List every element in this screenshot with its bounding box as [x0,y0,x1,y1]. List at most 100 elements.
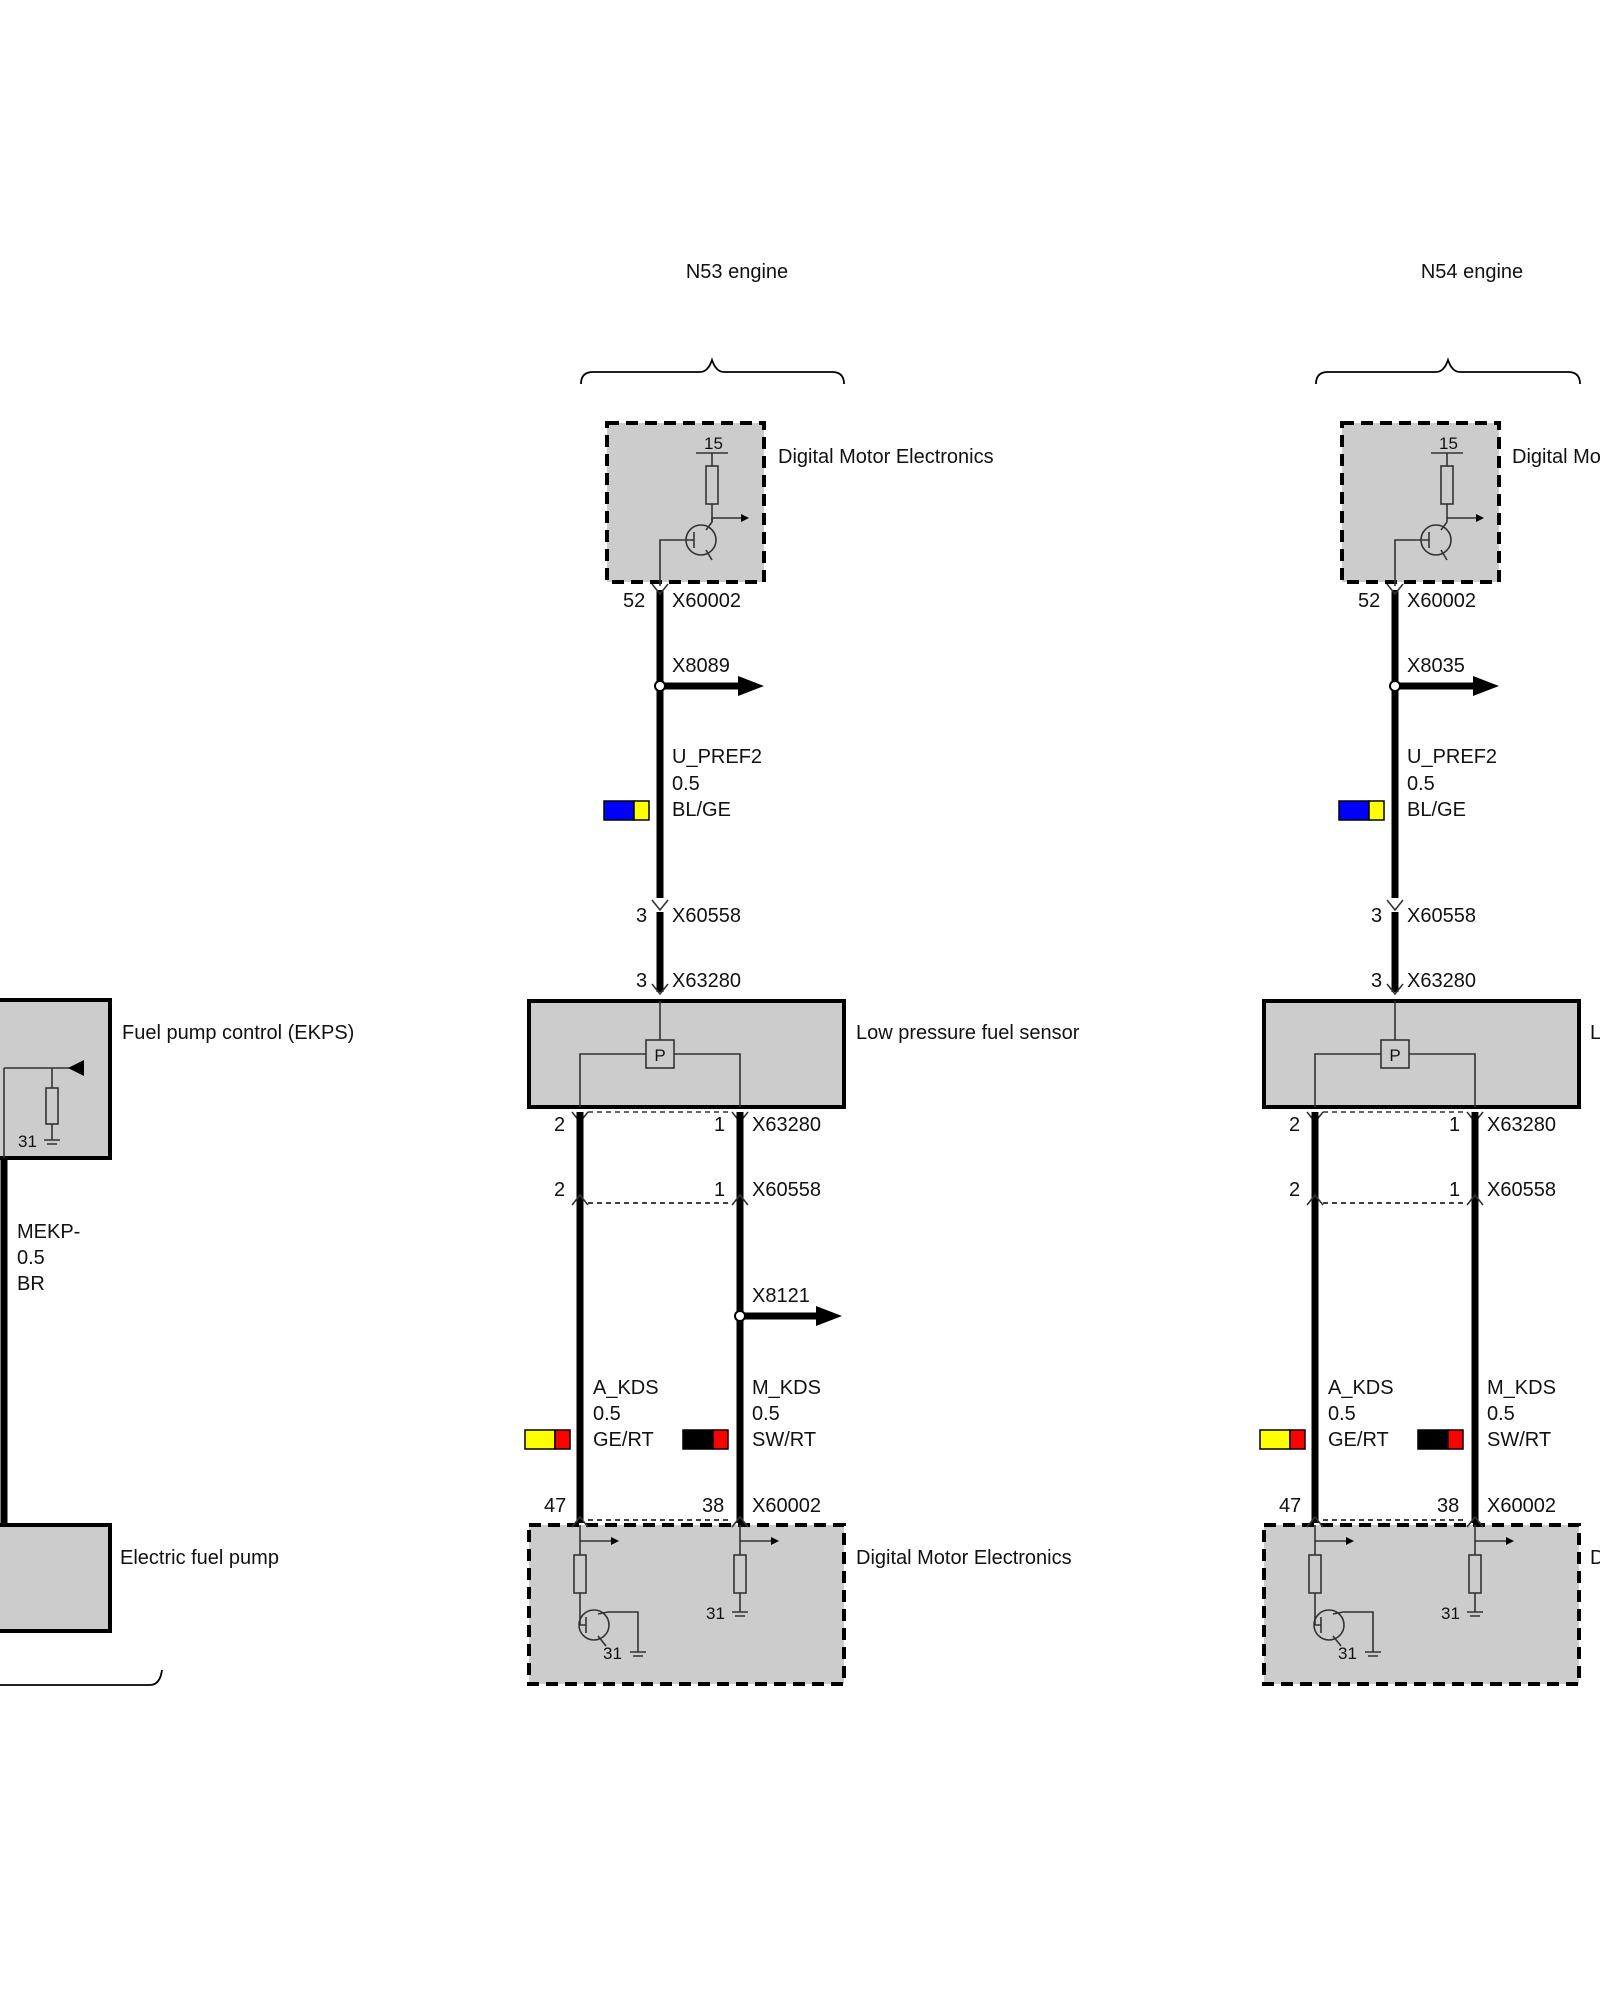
n54-a-kds-size: 0.5 [1328,1403,1356,1425]
n54-u-pref2-signal: U_PREF2 [1407,746,1497,768]
n54-pin-52: 52 [1358,590,1380,612]
n53-connector-x60002-bottom: X60002 [752,1495,821,1517]
n53-pin-2-x60558: 2 [554,1179,565,1201]
n54-dme-top-label: Digital Mo [1512,446,1600,468]
n53-u-pref2-color: BL/GE [672,799,731,821]
n54-ground-31-b: 31 [1441,1604,1460,1623]
n54-dme-bottom-circuit: 31 31 [1308,1525,1514,1663]
n54-pin-3-x60558: 3 [1371,905,1382,927]
n54-connector-x60558-bottom: X60558 [1487,1179,1556,1201]
ekps-internal-circuit: 31 [3,1060,84,1158]
n53-splice-x8089-arrow-icon [738,676,764,696]
mekp-wire-color: BR [17,1273,45,1295]
n54-low-pressure-fuel-sensor-label: L [1590,1022,1600,1044]
n53-m-kds-color: SW/RT [752,1429,816,1451]
n53-pin-3-x63280: 3 [636,970,647,992]
ekps-output-arrow-icon [68,1060,84,1076]
n54-a-kds-signal: A_KDS [1328,1377,1394,1399]
n54-gert-color-swatch [1259,1429,1306,1450]
n54-pin-47: 47 [1279,1495,1301,1517]
n53-dme-top-circuit: 15 [659,434,749,586]
n54-ground-31-a: 31 [1338,1644,1357,1663]
left-section: Fuel pump control (EKPS) 31 MEKP- 0.5 BR… [0,998,354,1686]
n54-sensor-internal-circuit: P [1314,1001,1476,1107]
n53-a-kds-color: GE/RT [593,1429,654,1451]
n54-a-kds-color: GE/RT [1328,1429,1389,1451]
n53-pin-52: 52 [623,590,645,612]
n53-connector-x60558-top: X60558 [672,905,741,927]
n53-u-pref2-signal: U_PREF2 [672,746,762,768]
fuel-pump-control-label: Fuel pump control (EKPS) [122,1022,354,1044]
n54-splice-x8035-node [1389,680,1401,692]
n54-m-kds-signal: M_KDS [1487,1377,1556,1399]
n53-ground-31-b: 31 [706,1604,725,1623]
n53-splice-x8089-label: X8089 [672,655,730,677]
n53-pin-1-x63280: 1 [714,1114,725,1136]
n53-connector-x60002-top: X60002 [672,590,741,612]
n54-blge-color-swatch [1338,800,1385,821]
n54-splice-x8035-arrow-icon [1473,676,1499,696]
mekp-wire-signal: MEKP- [17,1221,80,1243]
n54-terminal-15: 15 [1439,434,1458,453]
n53-a-kds-signal: A_KDS [593,1377,659,1399]
n53-dme-top-box [605,421,766,584]
n53-u-pref2-size: 0.5 [672,773,700,795]
mekp-wire-size: 0.5 [17,1247,45,1269]
n53-dme-top-label: Digital Motor Electronics [778,446,994,468]
n54-dme-top-box [1340,421,1501,584]
n54-connector-x60002-bottom: X60002 [1487,1495,1556,1517]
n53-sensor-internal-circuit: P [579,1001,741,1107]
electric-fuel-pump-box [0,1523,112,1633]
n53-m-kds-signal: M_KDS [752,1377,821,1399]
n53-pin-2-x63280: 2 [554,1114,565,1136]
n54-pressure-sensor-symbol: P [1389,1046,1400,1065]
n53-section: N53 engine Digital Motor Electronics 15 … [524,261,1080,1686]
n54-pin-2-x60558: 2 [1289,1179,1300,1201]
n53-pin-1-x60558: 1 [714,1179,725,1201]
n54-dme-top-circuit: 15 [1394,434,1484,586]
n54-u-pref2-color: BL/GE [1407,799,1466,821]
n54-swrt-color-swatch [1417,1429,1464,1450]
n53-swrt-color-swatch [682,1429,729,1450]
n54-m-kds-color: SW/RT [1487,1429,1551,1451]
n53-dme-bottom-circuit: 31 31 [573,1525,779,1663]
n53-connector-x63280-bottom: X63280 [752,1114,821,1136]
electric-fuel-pump-label: Electric fuel pump [120,1547,279,1569]
n54-connector-x60558-top: X60558 [1407,905,1476,927]
n53-pin-47: 47 [544,1495,566,1517]
n54-u-pref2-size: 0.5 [1407,773,1435,795]
n54-pin-3-x63280: 3 [1371,970,1382,992]
n53-m-kds-size: 0.5 [752,1403,780,1425]
n53-ground-31-a: 31 [603,1644,622,1663]
n53-pin-38: 38 [702,1495,724,1517]
n53-dme-bottom-box [527,1523,846,1686]
n54-connector-x60002-top: X60002 [1407,590,1476,612]
n53-terminal-15: 15 [704,434,723,453]
n54-section: N54 engine Digital Mo 15 52 X60002 X8035… [1259,261,1600,1686]
n54-brace [1315,357,1581,385]
n54-dme-bottom-label: D [1590,1547,1600,1569]
n54-pin-38: 38 [1437,1495,1459,1517]
n53-low-pressure-fuel-sensor-label: Low pressure fuel sensor [856,1022,1080,1044]
ekps-ground-terminal: 31 [18,1132,37,1151]
n53-splice-x8121-arrow-icon [816,1306,842,1326]
left-section-brace [0,1669,163,1686]
n53-splice-x8089-node [654,680,666,692]
n53-connector-x60558-bottom: X60558 [752,1179,821,1201]
fuel-pump-control-box [0,998,112,1160]
n53-blge-color-swatch [603,800,650,821]
n53-gert-color-swatch [524,1429,571,1450]
n53-splice-x8121-label: X8121 [752,1285,810,1307]
n53-splice-x8121-node [734,1310,746,1322]
n54-dme-bottom-box [1262,1523,1581,1686]
n53-dme-bottom-label: Digital Motor Electronics [856,1547,1072,1569]
n53-connector-x63280-top: X63280 [672,970,741,992]
n54-splice-x8035-label: X8035 [1407,655,1465,677]
n53-pressure-sensor-symbol: P [654,1046,665,1065]
n53-pin-3-x60558: 3 [636,905,647,927]
n53-brace [580,357,845,385]
n54-connector-x63280-top: X63280 [1407,970,1476,992]
n53-engine-title: N53 engine [686,261,788,283]
n54-pin-1-x60558: 1 [1449,1179,1460,1201]
